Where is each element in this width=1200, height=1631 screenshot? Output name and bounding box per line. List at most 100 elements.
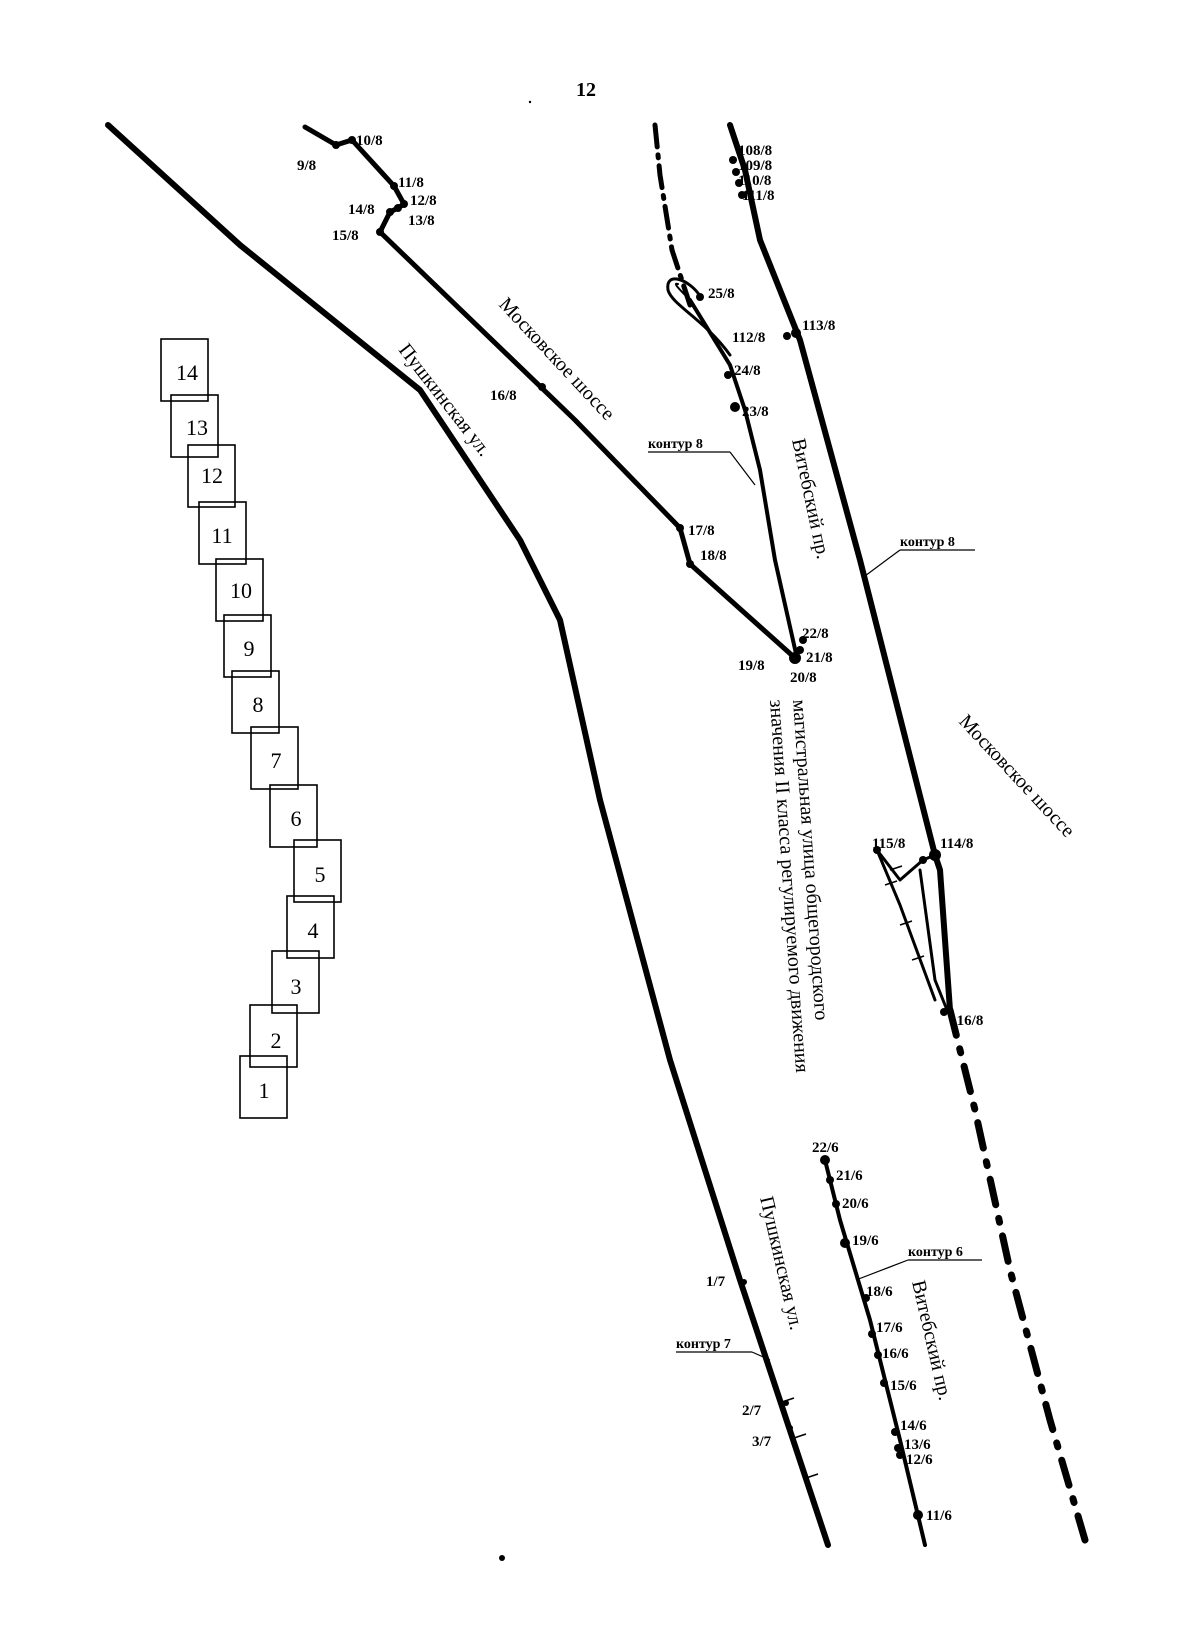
svg-text:контур 6: контур 6 [908,1245,963,1260]
svg-text:2: 2 [271,1028,282,1053]
svg-text:контур 8: контур 8 [648,437,703,452]
svg-text:4: 4 [308,918,319,943]
page-number: 12 [576,79,596,101]
sheet-box-4[interactable]: 4 [286,895,335,959]
contour8-inner-line [688,298,799,660]
point-label-13-6: 13/6 [904,1437,931,1453]
triangle-114-116 [875,848,937,882]
sheet-box-8[interactable]: 8 [231,670,280,734]
triangle-115-116 [875,848,937,1002]
point-label-22-8: 22/8 [802,626,829,642]
svg-text:1: 1 [259,1078,270,1103]
svg-text:контур 7: контур 7 [676,1337,731,1352]
svg-text:9: 9 [244,636,255,661]
point-label-9-8: 9/8 [297,158,316,174]
point-label-109-8: 109/8 [738,158,772,174]
sheet-box-7[interactable]: 7 [250,726,299,790]
point-label-12-8: 12/8 [410,193,437,209]
svg-text:7: 7 [271,748,282,773]
svg-text:3: 3 [291,974,302,999]
point-markers [332,136,948,1520]
sheet-box-11[interactable]: 11 [198,501,247,565]
point-label-18-8: 18/8 [700,548,727,564]
pushkinskaya-road [105,122,831,1548]
sheet-box-10[interactable]: 10 [215,558,264,622]
point-label-17-8: 17/8 [688,523,715,539]
sheet-box-6[interactable]: 6 [269,784,318,848]
svg-text:6: 6 [291,806,302,831]
point-label-14-6: 14/6 [900,1418,927,1434]
point-label-18-6: 18/6 [866,1284,893,1300]
contour-label-7: контур 7 [676,1337,771,1361]
sheet-box-2[interactable]: 2 [249,1004,298,1068]
stray-dot [499,1555,505,1561]
point-label-20-6: 20/6 [842,1196,869,1212]
point-label-11-6: 11/6 [926,1508,952,1524]
contour-label-8a: контур 8 [648,437,756,486]
point-label-15-6: 15/6 [890,1378,917,1394]
svg-text:13: 13 [186,415,208,440]
point-label-115-8: 115/8 [872,836,905,852]
point-label-2-7: 2/7 [742,1403,762,1419]
street-label-pushkinskaya-top: Пушкинская ул. [394,340,495,461]
svg-text:8: 8 [253,692,264,717]
svg-text:10: 10 [230,578,252,603]
vitebsky-lower-road [823,1158,927,1547]
sheet-box-12[interactable]: 12 [187,444,236,508]
point-label-21-8: 21/8 [806,650,833,666]
point-label-23-8: 23/8 [742,404,769,420]
point-label-16-6: 16/6 [882,1346,909,1362]
point-label-22-6: 22/6 [812,1140,839,1156]
point-label-108-8: 108/8 [738,143,772,159]
point-label-25-8: 25/8 [708,286,735,302]
point-label-19-6: 19/6 [852,1233,879,1249]
point-label-24-8: 24/8 [734,363,761,379]
loop-25-8 [666,277,732,357]
street-label-vitebsky-top: Витебский пр. [787,436,834,560]
moskovskoe-road-top [302,124,798,661]
point-label-111-8: 111/8 [742,188,775,204]
point-label-10-8: 10/8 [356,133,383,149]
sheet-box-14[interactable]: 14 [160,338,209,402]
point-label-12-6: 12/6 [906,1452,933,1468]
svg-text:14: 14 [176,360,198,385]
contour-label-6: контур 6 [855,1245,982,1281]
point-label-112-8: 112/8 [732,330,765,346]
sheet-box-1[interactable]: 1 [239,1055,288,1119]
street-label-moskovskoe-right: Московское шоссе [954,710,1079,841]
point-label-1-7: 1/7 [706,1274,726,1290]
point-label-110-8: 110/8 [738,173,771,189]
point-label-14-8: 14/8 [348,202,375,218]
point-label-16-8: 16/8 [490,388,517,404]
triangle-ticks [884,865,925,961]
point-label-17-6: 17/6 [876,1320,903,1336]
contour-label-8b: контур 8 [864,535,975,577]
sheet-box-13[interactable]: 13 [170,394,219,458]
point-label-114-8: 114/8 [940,836,973,852]
sheet-box-3[interactable]: 3 [271,950,320,1014]
sheet-box-5[interactable]: 5 [293,839,342,903]
loop-25-8-inner [674,282,691,301]
point-label-15-8: 15/8 [332,228,359,244]
dashdot-line-lower [946,1006,1089,1544]
stray-dot-small [528,100,532,104]
point-label-19-8: 19/8 [738,658,765,674]
street-label-pushkinskaya-bottom: Пушкинская ул. [755,1194,807,1332]
dashdot-line-upper [652,122,693,308]
svg-text:11: 11 [211,523,232,548]
svg-text:12: 12 [201,463,223,488]
point-label-13-8: 13/8 [408,213,435,229]
triangle-right [918,868,949,1012]
point-label-11-8: 11/8 [398,175,424,191]
svg-text:5: 5 [315,862,326,887]
svg-text:контур 8: контур 8 [900,535,955,550]
point-label-116-8: 116/8 [950,1013,983,1029]
vitebsky-road [727,122,953,1013]
point-label-113-8: 113/8 [802,318,835,334]
point-label-20-8: 20/8 [790,670,817,686]
sheet-index: 14 13 12 11 10 9 8 7 [160,338,342,1119]
point-label-21-6: 21/6 [836,1168,863,1184]
point-label-3-7: 3/7 [752,1434,772,1450]
sheet-box-9[interactable]: 9 [223,614,272,678]
